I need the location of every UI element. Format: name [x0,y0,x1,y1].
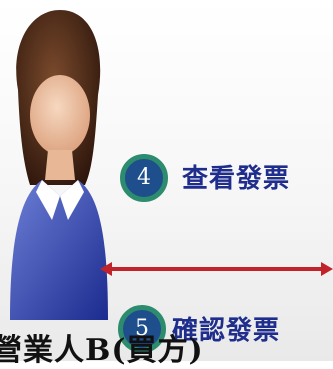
person-icon [10,10,108,320]
step-4-badge: 4 [120,154,168,202]
step-5-badge: 5 [118,305,166,353]
step-4-label: 查看發票 [182,164,291,194]
double-arrow [100,262,333,276]
buyer-caption: 營業人B(買方) [0,333,204,368]
step-5-label: 確認發票 [172,316,281,346]
